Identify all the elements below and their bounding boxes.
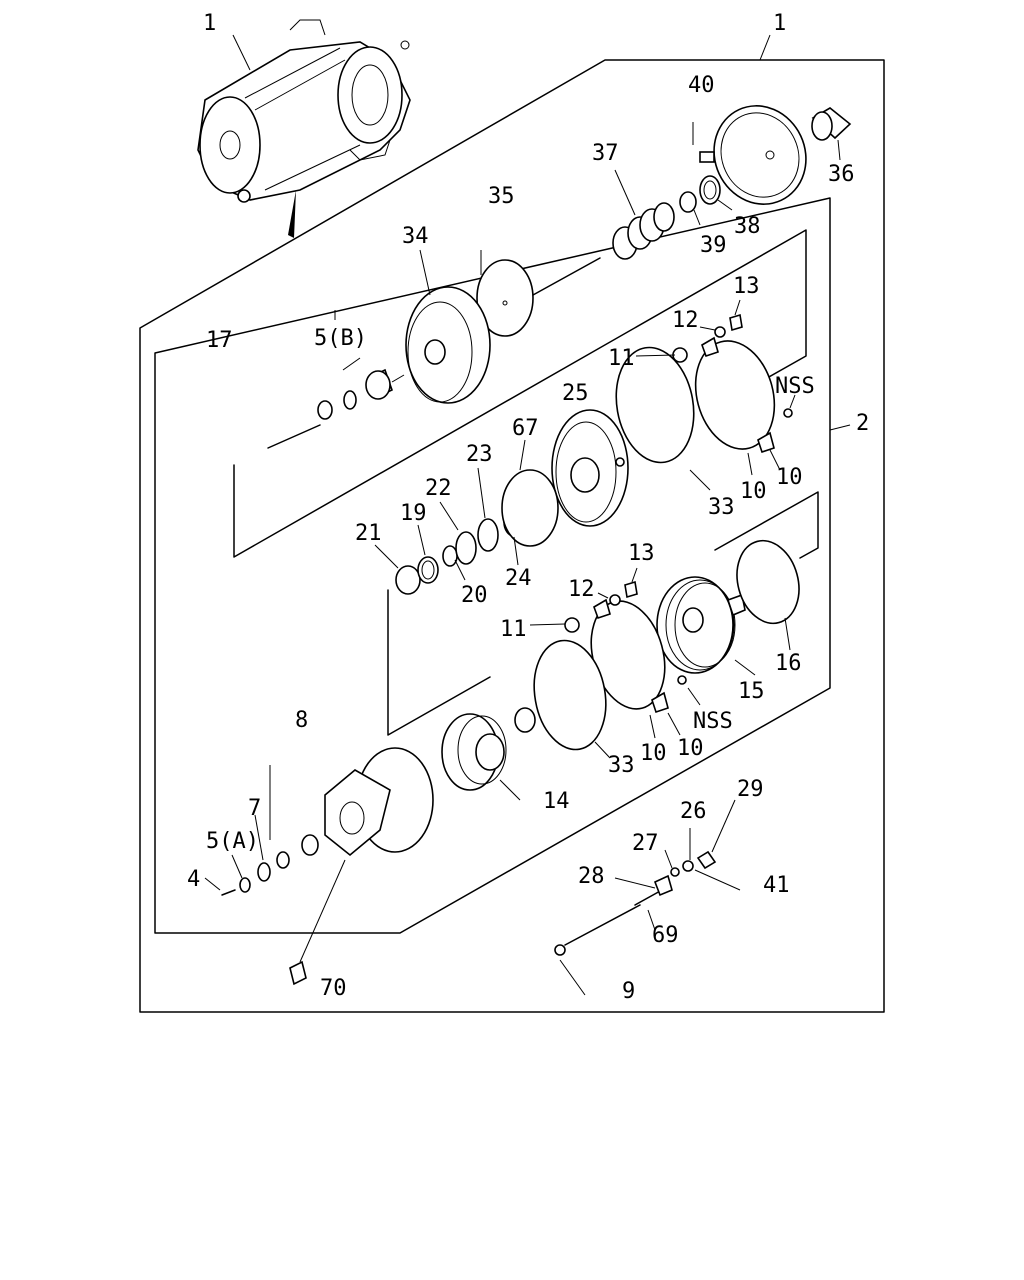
part-17-bolt (267, 310, 336, 449)
callout-nss: NSS (775, 374, 815, 399)
leader-1b (759, 34, 771, 61)
callout-39: 39 (700, 233, 727, 258)
part-14-bearing (441, 707, 536, 801)
callout-10: 10 (740, 479, 767, 504)
direction-arrow (288, 190, 296, 238)
callout-1: 1 (773, 11, 786, 36)
part-35-shaft-plate (476, 250, 601, 337)
callout-8: 8 (295, 708, 308, 733)
part-15-rotor (656, 576, 756, 676)
callout-37: 37 (592, 141, 619, 166)
callout-11: 11 (500, 617, 527, 642)
callout-33: 33 (608, 753, 635, 778)
part-37-spring (612, 169, 675, 260)
callout-38: 38 (734, 214, 761, 239)
callout-26: 26 (680, 799, 707, 824)
leader-2 (829, 424, 851, 431)
part-38-ring (699, 175, 733, 211)
callout-33: 33 (708, 495, 735, 520)
callout-22: 22 (425, 476, 452, 501)
callout-25: 25 (562, 381, 589, 406)
part-33-ring-upper (615, 346, 711, 491)
callout-70: 70 (320, 976, 347, 1001)
inner-frame-2 (154, 197, 831, 934)
callout-28: 28 (578, 864, 605, 889)
part-69-28-27-26-29 (614, 799, 741, 931)
part-8-front-cover (269, 747, 434, 857)
callout-9: 9 (622, 979, 635, 1004)
callout-19: 19 (400, 501, 427, 526)
part-33-ring-lower (533, 639, 611, 759)
callout-2: 2 (856, 411, 869, 436)
small-rings-group (374, 439, 559, 595)
callout-69: 69 (652, 923, 679, 948)
part-5a-7-small (204, 814, 319, 896)
callout-20: 20 (461, 583, 488, 608)
callout-16: 16 (775, 651, 802, 676)
compressor-assembly (197, 19, 411, 203)
callout-5a: 5(A) (206, 829, 259, 854)
callout-13: 13 (733, 274, 760, 299)
callout-10: 10 (677, 736, 704, 761)
callout-4: 4 (187, 867, 200, 892)
callout-13: 13 (628, 541, 655, 566)
callout-10: 10 (640, 741, 667, 766)
part-9-rod (554, 904, 641, 996)
callout-67: 67 (512, 416, 539, 441)
callout-27: 27 (632, 831, 659, 856)
callout-24: 24 (505, 566, 532, 591)
callout-11: 11 (608, 346, 635, 371)
callout-12: 12 (672, 308, 699, 333)
callout-41: 41 (763, 873, 790, 898)
callout-nss: NSS (693, 709, 733, 734)
part-clamp-lower (529, 567, 701, 739)
callout-17: 17 (206, 328, 233, 353)
middle-group-frame-right (714, 491, 819, 559)
part-25-piston (551, 409, 629, 527)
callout-14: 14 (543, 789, 570, 814)
callout-29: 29 (737, 777, 764, 802)
part-36-bushing (811, 107, 852, 161)
outer-frame (139, 59, 885, 1013)
part-39-nut (679, 191, 701, 226)
callout-23: 23 (466, 442, 493, 467)
part-clamp-upper (635, 299, 796, 476)
part-34-pulley (405, 249, 491, 404)
callout-7: 7 (248, 796, 261, 821)
callout-1: 1 (203, 11, 216, 36)
callout-36: 36 (828, 162, 855, 187)
callout-34: 34 (402, 224, 429, 249)
callout-40: 40 (688, 73, 715, 98)
callout-21: 21 (355, 521, 382, 546)
middle-group-frame (387, 589, 491, 736)
part-70-fitting (289, 859, 346, 986)
part-16-ring (736, 539, 800, 651)
callout-10: 10 (776, 465, 803, 490)
part-40-cover (692, 105, 807, 205)
callout-15: 15 (738, 679, 765, 704)
upper-group-frame (233, 229, 807, 558)
callout-35: 35 (488, 184, 515, 209)
part-5b-washer-nut (342, 357, 405, 410)
callout-12: 12 (568, 577, 595, 602)
callout-5b: 5(B) (314, 326, 367, 351)
